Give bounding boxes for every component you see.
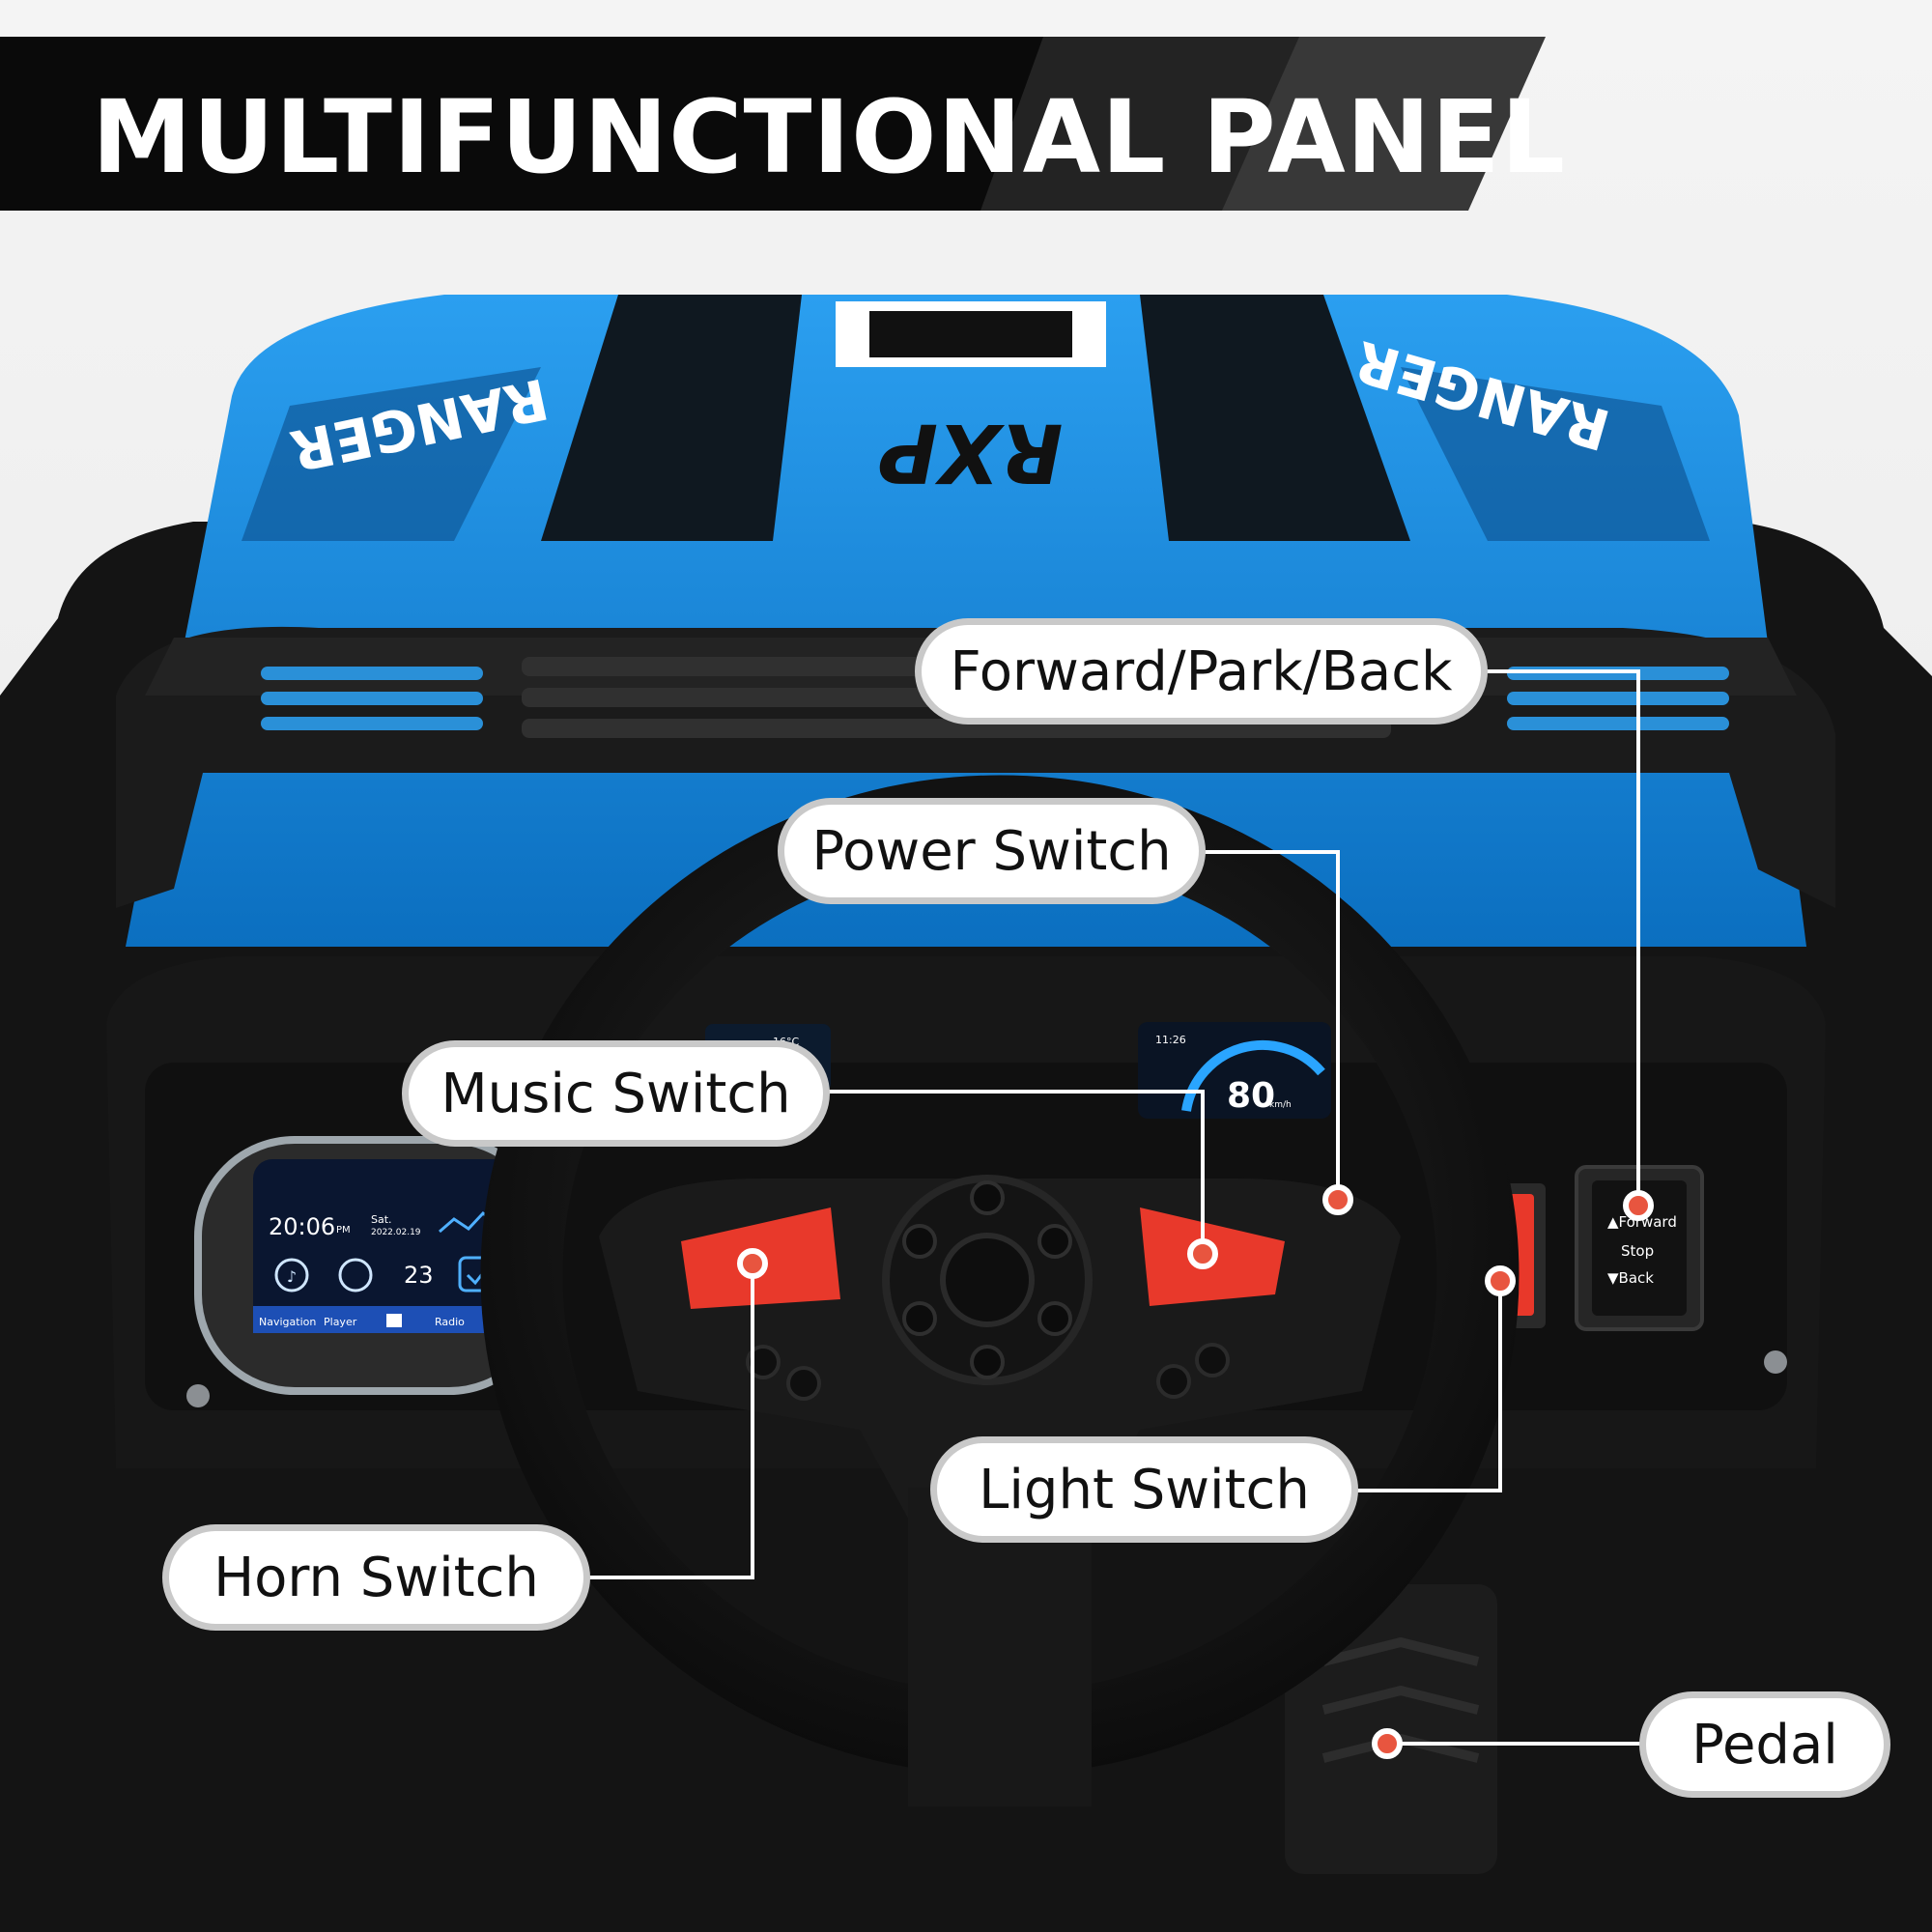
marker-music-switch <box>1187 1238 1218 1269</box>
leader-horn-switch <box>589 1264 754 1579</box>
callout-light-switch: Light Switch <box>930 1436 1358 1543</box>
svg-text:♪: ♪ <box>287 1267 297 1286</box>
screen-ampm: PM <box>336 1225 351 1236</box>
leader-power-switch <box>1203 850 1340 1200</box>
screen-tab-navigation: Navigation <box>259 1316 316 1328</box>
gear-forward-label: ▲Forward <box>1607 1213 1677 1231</box>
cluster-unit: km/h <box>1269 1100 1292 1110</box>
callout-horn-switch: Horn Switch <box>162 1524 590 1631</box>
screen-grid-icon <box>386 1314 402 1327</box>
leader-music-switch <box>828 1090 1205 1254</box>
cluster-speed: 80 <box>1227 1076 1275 1116</box>
banner-title: MULTIFUNCTIONAL PANEL <box>92 78 1567 196</box>
screen-day: Sat. <box>371 1213 392 1226</box>
callout-forward-park-back: Forward/Park/Back <box>915 618 1488 724</box>
marker-horn-switch <box>737 1248 768 1279</box>
speedometer-arc <box>1181 1039 1325 1112</box>
leader-forward-park-back <box>1486 669 1640 1206</box>
screw <box>1764 1350 1787 1374</box>
gear-stop-label: Stop <box>1621 1242 1654 1260</box>
app-store-icon <box>338 1258 373 1293</box>
marker-power-switch <box>1322 1184 1353 1215</box>
marker-light-switch <box>1485 1265 1516 1296</box>
marker-forward-park-back <box>1623 1190 1654 1221</box>
cluster-time: 11:26 <box>1155 1034 1186 1046</box>
hood-badge: RXP <box>878 406 1063 500</box>
screen-tab-radio: Radio <box>435 1316 465 1328</box>
gear-back-label: ▼Back <box>1607 1269 1654 1287</box>
callout-power-switch: Power Switch <box>778 798 1206 904</box>
screw <box>186 1384 210 1407</box>
gear-switch[interactable] <box>1592 1180 1687 1316</box>
marker-pedal <box>1372 1728 1403 1759</box>
title-banner <box>0 37 1546 211</box>
screen-time: 20:06 <box>269 1213 335 1240</box>
callout-music-switch: Music Switch <box>402 1040 830 1147</box>
leader-light-switch <box>1354 1281 1502 1492</box>
screen-date: 2022.02.19 <box>371 1228 421 1237</box>
music-app-icon <box>274 1258 309 1293</box>
screen-tab-player: Player <box>324 1316 357 1328</box>
callout-pedal: Pedal <box>1639 1691 1890 1798</box>
screen-number: 23 <box>404 1262 434 1289</box>
